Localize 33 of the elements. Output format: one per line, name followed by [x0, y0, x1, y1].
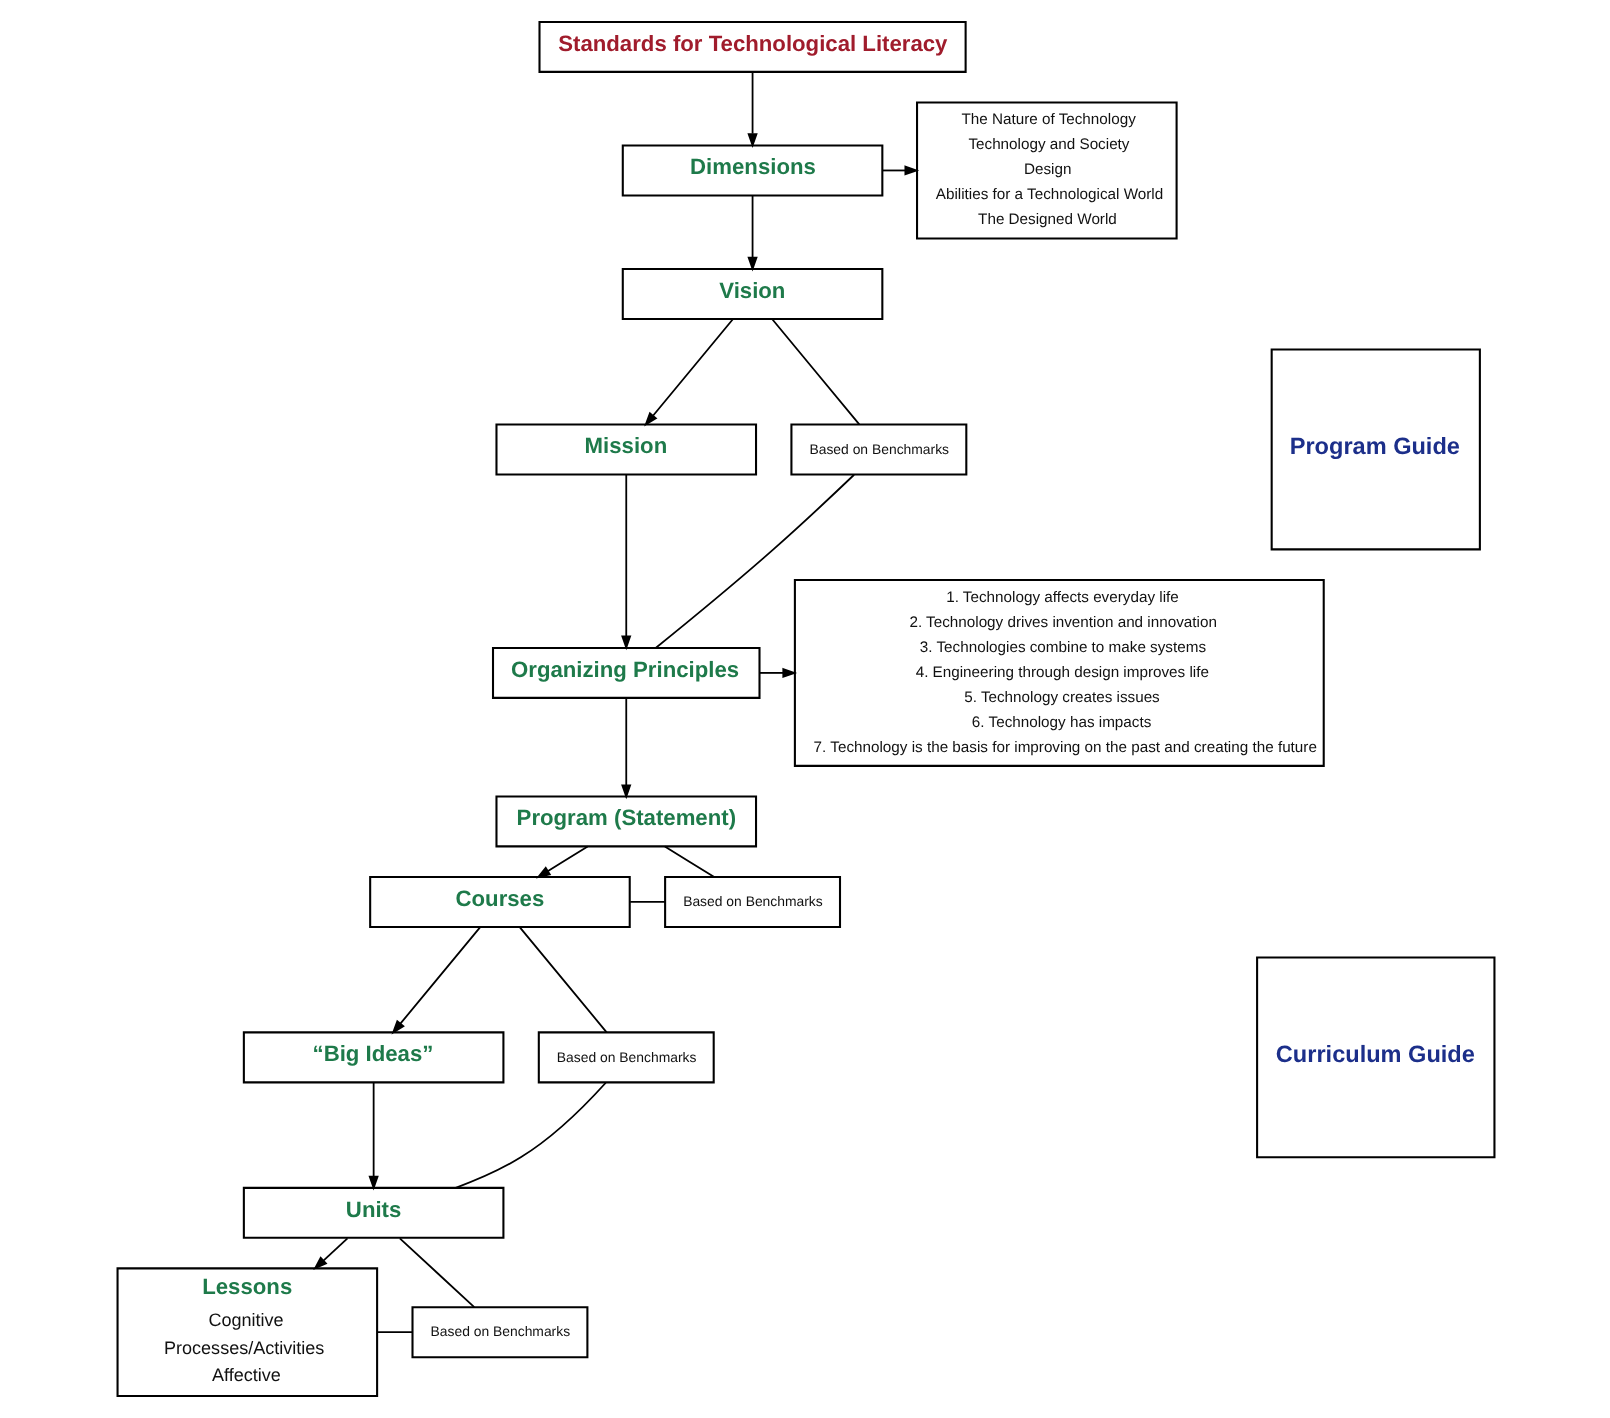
connector: [397, 1237, 475, 1308]
node-box: Program (Statement): [494, 795, 757, 848]
connector: [770, 318, 860, 426]
node-box: Units: [241, 1186, 504, 1239]
arrow: [367, 1081, 378, 1191]
arrow: [746, 194, 757, 272]
arrow: [643, 318, 733, 427]
node-box: Vision: [620, 267, 883, 320]
node-box: Dimensions: [620, 144, 883, 197]
arrow: [535, 845, 588, 879]
arrow: [620, 697, 631, 800]
arrow: [620, 473, 631, 651]
node-box: Courses: [368, 875, 630, 928]
node-box: Standards for Technological Literacy: [537, 20, 966, 73]
node-box: Lessons Cognitive Processes/Activities Affective: [115, 1267, 378, 1398]
arrow: [312, 1237, 348, 1271]
connector: [654, 473, 854, 649]
node-box: Program Guide: [1269, 348, 1480, 551]
connector: [628, 901, 665, 903]
node-box: The Nature of Technology Technology and Society Design Abilities for a Technological World The Designed World: [915, 101, 1177, 240]
arrow: [390, 926, 481, 1035]
node-box: “Big Ideas”: [241, 1031, 504, 1084]
arrow: [746, 71, 757, 148]
node-box: Curriculum Guide: [1255, 956, 1495, 1159]
node-box: Organizing Principles: [490, 646, 760, 699]
connector: [453, 1081, 606, 1189]
connector: [517, 926, 607, 1034]
node-box: 1. Technology affects everyday life 2. Technology drives invention and innovation 3. Technologies combine to make systems 4. Engineering through design improves life 5. Technology creates issues 6. Technology has impacts 7. Technology is the basis for improving on the past and creating the future: [792, 578, 1324, 767]
arrow: [880, 165, 919, 176]
arrow: [758, 667, 797, 679]
connector: [662, 845, 715, 878]
node-box: Mission: [494, 423, 757, 476]
connector: [375, 1331, 413, 1334]
